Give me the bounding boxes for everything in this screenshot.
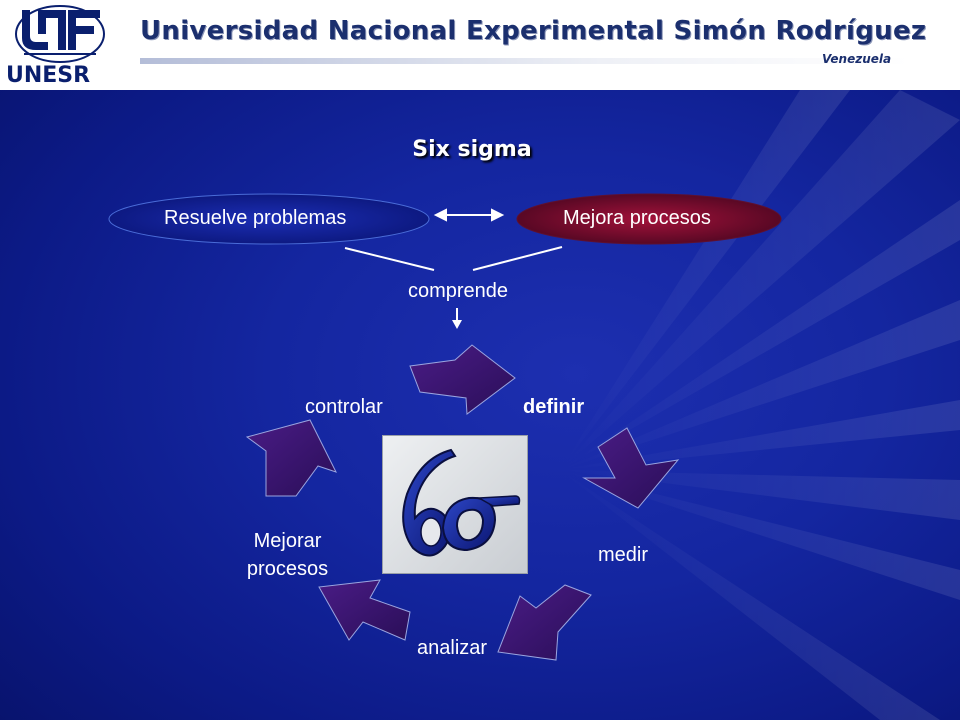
slide-title: Six sigma xyxy=(412,137,532,162)
down-arrow-icon xyxy=(452,308,462,329)
connector-left xyxy=(344,247,435,271)
mejorar-line-2: procesos xyxy=(246,558,329,580)
oval-mejora-procesos xyxy=(516,193,782,245)
logo-text: UNESR xyxy=(6,63,91,88)
definir-label: definir xyxy=(523,396,585,418)
connector-right xyxy=(472,246,563,271)
cycle-arrow-right-upper xyxy=(582,427,680,509)
six-sigma-icon xyxy=(402,448,521,557)
controlar-label: controlar xyxy=(305,396,383,418)
mejorar-line-1: Mejorar xyxy=(253,530,322,552)
analizar-label: analizar xyxy=(417,637,488,659)
header-banner: UNESR Universidad Nacional Experimental … xyxy=(0,0,960,90)
oval-right-label: Mejora procesos xyxy=(563,207,711,229)
double-arrow-icon xyxy=(433,208,505,222)
comprende-label: comprende xyxy=(407,280,509,302)
cycle-arrow-top xyxy=(409,344,516,415)
country-label: Venezuela xyxy=(822,52,892,66)
medir-label: medir xyxy=(598,544,649,566)
oval-resuelve-problemas xyxy=(108,193,430,245)
university-name: Universidad Nacional Experimental Simón … xyxy=(140,16,927,46)
cycle-arrow-right-lower xyxy=(497,584,592,661)
six-sigma-logo xyxy=(382,435,528,574)
unesr-logo-icon xyxy=(15,5,105,63)
cycle-arrow-left-upper xyxy=(245,419,337,497)
mejorar-procesos-label: Mejorar procesos xyxy=(230,527,345,583)
cycle-arrow-left-lower xyxy=(318,579,411,641)
oval-left-label: Resuelve problemas xyxy=(164,207,347,229)
header-divider xyxy=(140,58,910,64)
